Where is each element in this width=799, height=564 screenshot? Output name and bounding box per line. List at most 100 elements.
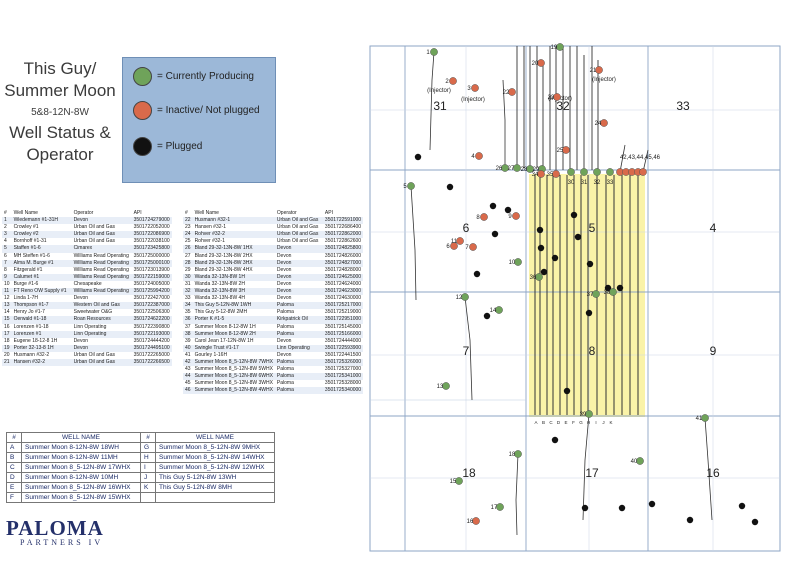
well-label: 30 (568, 180, 575, 186)
well-operator: Western Oil and Gas (71, 302, 132, 310)
inactive-well-marker (553, 93, 561, 101)
inactive-well-marker (537, 59, 545, 67)
plugged-well-marker (570, 211, 578, 219)
well-name: Crowley #2 (11, 231, 72, 239)
well-api: 3501722086900 (131, 231, 172, 239)
well-number-label: 24 (595, 121, 602, 127)
plugged-well-marker (483, 312, 491, 320)
well-number: 46 (183, 387, 193, 395)
plugged-well-marker (473, 270, 481, 278)
well-operator: Devon (274, 266, 323, 274)
lateral-well-name: Summer Moon 8_5-12N-8W 12WHX (155, 462, 275, 473)
lateral-well-name: Summer Moon 8_5-12N-8W 9MHX (155, 442, 275, 453)
well-number-label: 3 (467, 86, 471, 92)
well-api: 3501725000100 (131, 259, 172, 267)
well-operator: Devon (71, 217, 132, 225)
well-api: 3501722052000 (131, 224, 172, 232)
well-name: Rohver #32-2 (192, 231, 275, 239)
well-operator: Linn Operating (71, 323, 132, 331)
well-number: 29 (183, 266, 193, 274)
well-number-label: 39 (580, 412, 587, 418)
well-api: 3501722193000 (131, 330, 172, 338)
well-number-label: 16 (467, 519, 474, 525)
title-line-5: Operator (26, 145, 94, 164)
well-number: 21 (2, 358, 12, 367)
lateral-letter-label: K (609, 420, 612, 425)
section-label-16: 16 (706, 466, 720, 480)
well-number-label: 4 (471, 154, 475, 160)
inactive-well-marker (450, 242, 458, 250)
well-api: 3501725340000 (322, 387, 364, 395)
inactive-well-marker (508, 88, 516, 96)
lateral-letter-label: G (579, 420, 583, 425)
lateral-well-name: Summer Moon 8_5-12N-8W 17WHX (21, 462, 141, 473)
plugged-well-marker (551, 436, 559, 444)
well-number: 42 (183, 358, 193, 367)
well-operator: Devon (71, 337, 132, 345)
injector-label: (Injector) (592, 77, 616, 83)
well-operator: Linn Operating (71, 330, 132, 338)
status-legend: = Currently Producing = Inactive/ Not pl… (122, 57, 276, 183)
col-header-well-name: WELL NAME (155, 432, 275, 443)
lateral-letter: I (140, 462, 156, 473)
logo-wordmark: PALOMA (6, 516, 104, 540)
well-operator: Urban Oil and Gas (71, 358, 132, 367)
section-label-31: 31 (433, 99, 447, 113)
well-api: 3501725000000 (131, 252, 172, 260)
well-number-label: 35 (547, 172, 554, 178)
well-api: 3501724825800 (322, 245, 364, 253)
legend-inactive-label: = Inactive/ Not plugged (157, 105, 260, 116)
well-operator: Devon (274, 351, 323, 359)
producing-well-marker (513, 164, 521, 172)
wellbore-path (704, 417, 713, 521)
well-operator: Urban Oil and Gas (274, 224, 323, 232)
well-number: 37 (183, 323, 193, 331)
producing-well-marker (442, 382, 450, 390)
well-name: Linda 1-7H (11, 295, 72, 303)
well-name: Alma M. Burge #1 (11, 259, 72, 267)
well-number: 13 (2, 302, 12, 310)
plugged-well-marker (446, 183, 454, 191)
well-api: 3501724828000 (322, 266, 364, 274)
well-number: 6 (2, 252, 12, 260)
well-api: 3501722265000 (131, 351, 172, 359)
well-number-label: 28 (521, 167, 528, 173)
well-name: Summer Moon 8_5-12N-8W 6WHX (192, 373, 275, 381)
producing-well-marker (514, 450, 522, 458)
lateral-well-name: This Guy 5-12N-8W 13WH (155, 472, 275, 483)
well-api: 3501724279000 (131, 217, 172, 225)
unit-highlight-area (529, 174, 645, 417)
plugged-well-marker (686, 516, 694, 524)
well-number-label: 6 (446, 244, 450, 250)
well-operator: Urban Oil and Gas (274, 238, 323, 246)
lateral-letter: K (140, 482, 156, 493)
title-line-1: This Guy/ (23, 59, 97, 78)
producing-well-marker (567, 168, 575, 176)
well-number: 34 (183, 302, 193, 310)
plugged-well-marker (414, 153, 422, 161)
lateral-letter-label: A (534, 420, 537, 425)
producing-well-marker (580, 168, 588, 176)
well-operator: Devon (274, 245, 323, 253)
well-name: Summer Moon 8-12-8W 2H (192, 330, 275, 338)
lateral-well-name: Summer Moon 8-12N-8W 10MH (21, 472, 141, 483)
well-operator: Roan Resources (71, 316, 132, 324)
lateral-letter: F (6, 492, 22, 503)
well-number: 18 (2, 337, 12, 345)
well-number-label: 41 (696, 416, 703, 422)
well-number-label: 1 (426, 50, 430, 56)
well-number: 23 (183, 224, 193, 232)
well-api: 3501723013900 (131, 266, 172, 274)
well-api: 3501722266500 (131, 358, 172, 367)
producing-well-marker (592, 290, 600, 298)
lateral-letter-label: F (572, 420, 575, 425)
well-api: 3501722862600 (322, 238, 364, 246)
